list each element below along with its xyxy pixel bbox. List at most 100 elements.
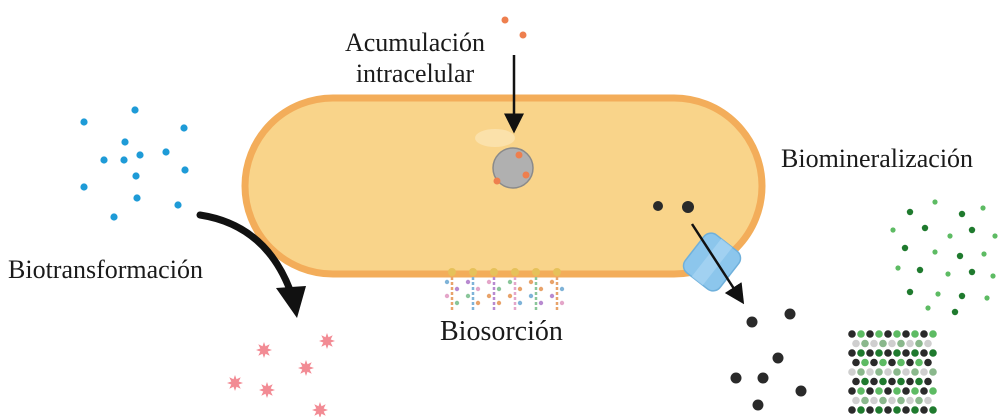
mineral-particle bbox=[875, 349, 883, 357]
star-particle bbox=[256, 342, 272, 358]
mineral-crystal-icon bbox=[848, 330, 937, 414]
mineral-particle bbox=[893, 368, 901, 376]
metal-particle bbox=[758, 373, 769, 384]
mineral-particle bbox=[897, 397, 905, 405]
label-accumulation-line2: intracelular bbox=[356, 59, 475, 88]
mineral-particle bbox=[884, 330, 892, 338]
mineral-particle bbox=[902, 349, 910, 357]
mineral-particle bbox=[884, 387, 892, 395]
receptor-bead bbox=[518, 301, 522, 305]
label-accumulation-line1: Acumulación bbox=[345, 28, 485, 57]
mineral-particle bbox=[893, 349, 901, 357]
receptor-bead bbox=[466, 280, 470, 284]
star-particle bbox=[259, 382, 275, 398]
mineral-particle bbox=[857, 406, 865, 414]
mineral-particle bbox=[893, 406, 901, 414]
mineral-particle bbox=[920, 387, 928, 395]
blue-particle bbox=[121, 138, 128, 145]
blue-particle bbox=[174, 201, 181, 208]
receptor-head bbox=[553, 268, 561, 276]
green-particle-cluster bbox=[890, 199, 997, 315]
mineral-particle bbox=[920, 330, 928, 338]
orange-particles bbox=[502, 17, 527, 39]
receptor-bead bbox=[445, 280, 449, 284]
mineral-particle bbox=[924, 378, 932, 386]
mineral-particle bbox=[911, 406, 919, 414]
mineral-particle bbox=[866, 349, 874, 357]
green-particle bbox=[907, 209, 913, 215]
star-particle bbox=[312, 402, 328, 417]
receptor-bead bbox=[508, 294, 512, 298]
mineral-particle bbox=[915, 340, 923, 348]
receptor-bead bbox=[445, 294, 449, 298]
receptor-bead bbox=[529, 280, 533, 284]
blue-particle-cluster bbox=[80, 106, 188, 220]
mineral-particle bbox=[884, 349, 892, 357]
receptor-bead bbox=[539, 301, 543, 305]
mineral-particle bbox=[879, 378, 887, 386]
receptor-bead bbox=[487, 280, 491, 284]
mineral-particle bbox=[906, 378, 914, 386]
mineral-particle bbox=[915, 397, 923, 405]
mineral-particle bbox=[920, 349, 928, 357]
receptor-bead bbox=[455, 287, 459, 291]
mineral-particle bbox=[911, 368, 919, 376]
mineral-particle bbox=[884, 406, 892, 414]
green-particle bbox=[957, 253, 963, 259]
mineral-particle bbox=[861, 340, 869, 348]
mineral-particle bbox=[875, 330, 883, 338]
mineral-particle bbox=[879, 340, 887, 348]
mineral-particle bbox=[852, 397, 860, 405]
mineral-particle bbox=[888, 340, 896, 348]
mineral-particle bbox=[857, 387, 865, 395]
mineral-particle bbox=[920, 368, 928, 376]
green-particle bbox=[922, 225, 928, 231]
mineral-particle bbox=[857, 349, 865, 357]
receptor-head bbox=[511, 268, 519, 276]
mineral-particle bbox=[929, 349, 937, 357]
metal-particle bbox=[753, 400, 764, 411]
receptor-bead bbox=[476, 287, 480, 291]
mineral-particle bbox=[861, 397, 869, 405]
blue-particle bbox=[162, 148, 169, 155]
mineral-particle bbox=[929, 368, 937, 376]
receptor-bead bbox=[518, 287, 522, 291]
mineral-particle bbox=[857, 330, 865, 338]
blue-particle bbox=[100, 156, 107, 163]
mineral-particle bbox=[866, 368, 874, 376]
black-particle-cluster bbox=[731, 309, 807, 411]
mineral-particle bbox=[852, 359, 860, 367]
mineral-particle bbox=[848, 330, 856, 338]
green-particle bbox=[969, 269, 975, 275]
mineral-particle bbox=[875, 406, 883, 414]
green-particle bbox=[952, 309, 958, 315]
mineral-particle bbox=[911, 330, 919, 338]
mineral-particle bbox=[906, 397, 914, 405]
blue-particle bbox=[110, 213, 117, 220]
receptor-bead bbox=[550, 294, 554, 298]
green-particle bbox=[902, 245, 908, 251]
receptor-bead bbox=[497, 287, 501, 291]
mineral-particle bbox=[888, 397, 896, 405]
mineral-particle bbox=[866, 330, 874, 338]
mineral-particle bbox=[848, 349, 856, 357]
mineral-particle bbox=[924, 359, 932, 367]
mineral-particle bbox=[893, 330, 901, 338]
mineral-particle bbox=[902, 330, 910, 338]
mineral-particle bbox=[861, 359, 869, 367]
green-particle bbox=[969, 227, 975, 233]
green-particle bbox=[980, 205, 985, 210]
green-particle bbox=[990, 273, 995, 278]
green-particle bbox=[925, 305, 930, 310]
label-biotransformation: Biotransformación bbox=[8, 255, 203, 284]
blue-particle bbox=[131, 106, 138, 113]
mineral-particle bbox=[929, 330, 937, 338]
green-particle bbox=[984, 295, 989, 300]
mineral-particle bbox=[875, 387, 883, 395]
metal-particle bbox=[773, 353, 784, 364]
mineral-particle bbox=[857, 368, 865, 376]
receptor-head bbox=[469, 268, 477, 276]
mineral-particle bbox=[902, 406, 910, 414]
blue-particle bbox=[181, 166, 188, 173]
intracellular-vacuole-icon bbox=[493, 148, 533, 188]
